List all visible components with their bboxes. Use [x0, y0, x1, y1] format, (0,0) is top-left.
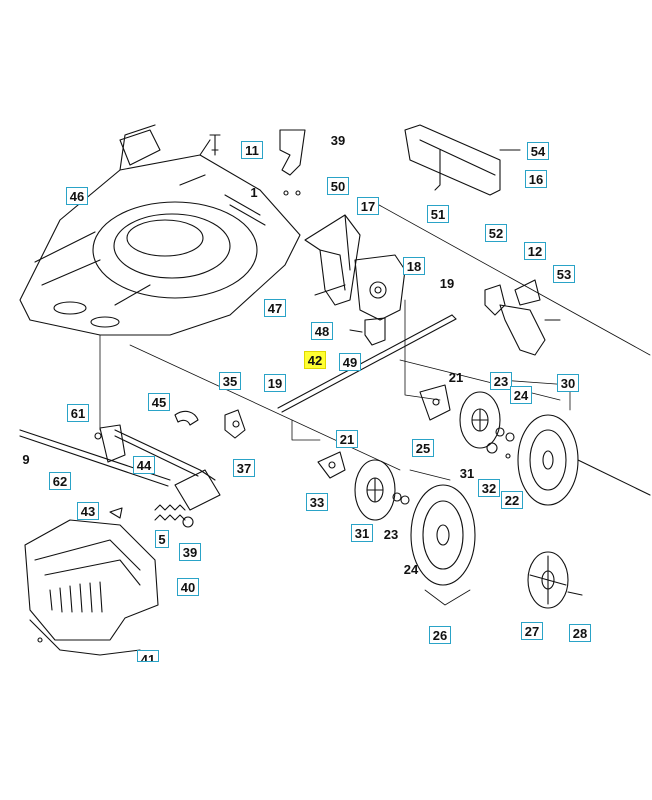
- callout-61[interactable]: 61: [67, 404, 89, 422]
- callout-21b[interactable]: 21: [336, 430, 358, 448]
- callout-32[interactable]: 32: [478, 479, 500, 497]
- callout-51[interactable]: 51: [427, 205, 449, 223]
- callout-47[interactable]: 47: [264, 299, 286, 317]
- leader-lines: [99, 199, 651, 606]
- callout-30[interactable]: 30: [557, 374, 579, 392]
- engine-cover-part: [24, 519, 159, 656]
- callout-19b[interactable]: 19: [264, 374, 286, 392]
- callout-35[interactable]: 35: [219, 372, 241, 390]
- bracket-part: [279, 129, 306, 176]
- callout-16[interactable]: 16: [525, 170, 547, 188]
- callout-1[interactable]: 1: [250, 185, 258, 200]
- mower-deck-part: [19, 124, 301, 336]
- callout-33[interactable]: 33: [306, 493, 328, 511]
- handle-bracket-part: [404, 124, 521, 196]
- callout-28[interactable]: 28: [569, 624, 591, 642]
- callout-50[interactable]: 50: [327, 177, 349, 195]
- callout-42-highlighted[interactable]: 42: [304, 351, 326, 369]
- callout-25[interactable]: 25: [412, 439, 434, 457]
- callout-18[interactable]: 18: [403, 257, 425, 275]
- callout-17[interactable]: 17: [357, 197, 379, 215]
- callout-24b[interactable]: 24: [403, 562, 419, 577]
- spring-part: [109, 504, 194, 528]
- washer-part: [392, 427, 515, 505]
- rear-hubcap-part: [527, 551, 583, 609]
- callout-5[interactable]: 5: [155, 530, 169, 548]
- callout-54[interactable]: 54: [527, 142, 549, 160]
- callout-39b[interactable]: 39: [179, 543, 201, 561]
- callout-31a[interactable]: 31: [459, 466, 475, 481]
- callout-24a[interactable]: 24: [510, 386, 532, 404]
- callout-43[interactable]: 43: [77, 502, 99, 520]
- callout-45[interactable]: 45: [148, 393, 170, 411]
- callout-21a[interactable]: 21: [448, 370, 464, 385]
- wheel-tyre-part: [410, 414, 651, 586]
- callout-27[interactable]: 27: [521, 622, 543, 640]
- callout-53[interactable]: 53: [553, 265, 575, 283]
- callout-39a[interactable]: 39: [330, 133, 346, 148]
- pivot-bracket-part: [224, 409, 246, 439]
- callout-41[interactable]: 41: [137, 650, 159, 662]
- callout-40[interactable]: 40: [177, 578, 199, 596]
- callout-62[interactable]: 62: [49, 472, 71, 490]
- callout-26[interactable]: 26: [429, 626, 451, 644]
- callout-23b[interactable]: 23: [383, 527, 399, 542]
- callout-52[interactable]: 52: [485, 224, 507, 242]
- height-adjuster-part: [304, 214, 406, 346]
- bolt-part: [209, 134, 301, 196]
- callout-48[interactable]: 48: [311, 322, 333, 340]
- callout-49[interactable]: 49: [339, 353, 361, 371]
- axle-rod-part: [277, 314, 457, 413]
- wheel-hubcap-part: [354, 391, 501, 521]
- callout-19a[interactable]: 19: [439, 276, 455, 291]
- handle-lever-part: [484, 279, 561, 356]
- wheel-arm-part: [317, 384, 451, 479]
- callout-12[interactable]: 12: [524, 242, 546, 260]
- rear-handle-linkage-part: [19, 410, 221, 511]
- callout-46[interactable]: 46: [66, 187, 88, 205]
- callout-37[interactable]: 37: [233, 459, 255, 477]
- callout-9[interactable]: 9: [22, 452, 30, 467]
- callout-44[interactable]: 44: [133, 456, 155, 474]
- callout-22[interactable]: 22: [501, 491, 523, 509]
- callout-11[interactable]: 11: [241, 141, 263, 159]
- callout-23a[interactable]: 23: [490, 372, 512, 390]
- callout-31b[interactable]: 31: [351, 524, 373, 542]
